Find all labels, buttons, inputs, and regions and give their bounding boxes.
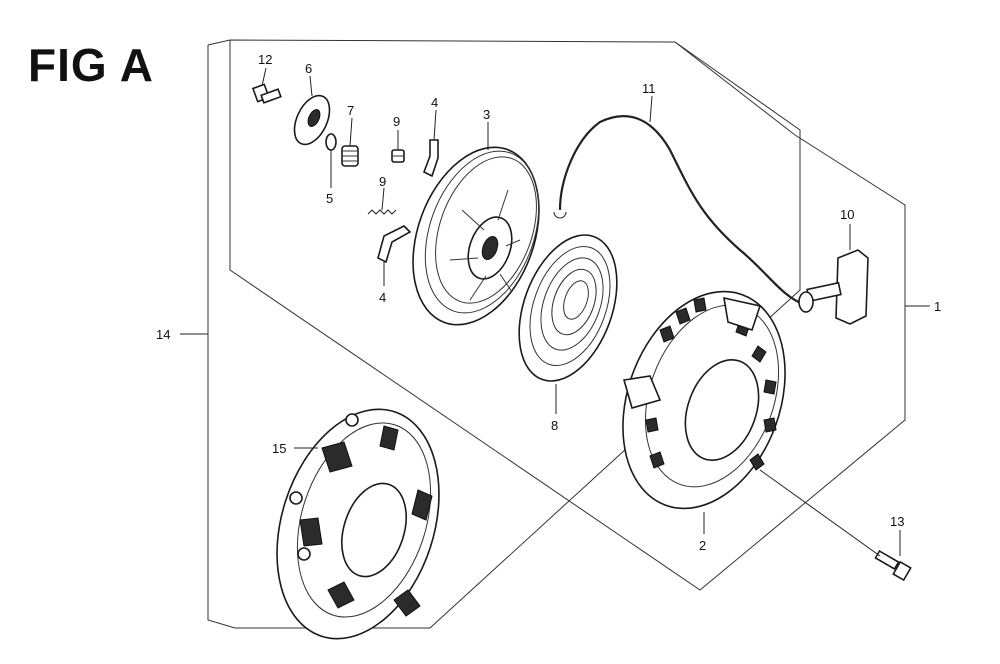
grip-handle-part-10: [798, 249, 869, 325]
leader-4a: [433, 109, 437, 141]
callout-10: 10: [840, 207, 854, 222]
callout-9-lower: 9: [379, 174, 386, 189]
callout-1: 1: [934, 299, 941, 314]
callout-15: 15: [272, 441, 286, 456]
starter-case-part-2: [622, 290, 786, 510]
leader-12: [261, 67, 267, 87]
callout-3: 3: [483, 107, 490, 122]
callout-2: 2: [699, 538, 706, 553]
callout-14: 14: [156, 327, 170, 342]
reel-part-3: [412, 146, 540, 326]
callout-13: 13: [890, 514, 904, 529]
leader-6: [309, 75, 313, 97]
spring-part-9-lower: [367, 209, 397, 215]
cover-part-15: [276, 408, 440, 640]
rope-hook: [553, 211, 567, 219]
callout-4-upper: 4: [431, 95, 438, 110]
washer-part-5: [325, 133, 337, 151]
rope-part-11: [558, 115, 806, 307]
bolt-part-13: [874, 549, 912, 582]
callout-5: 5: [326, 191, 333, 206]
bolt-part-12: [251, 83, 282, 104]
group-1-outline: [229, 40, 906, 591]
callout-7: 7: [347, 103, 354, 118]
leader-11: [649, 95, 653, 123]
group-14-outline: [207, 39, 801, 629]
callout-12: 12: [258, 52, 272, 67]
pawl-part-4-lower: [377, 225, 412, 264]
callout-9-upper: 9: [393, 114, 400, 129]
callout-8: 8: [551, 418, 558, 433]
leader-9b: [381, 187, 385, 211]
ratchet-plate-part-6: [293, 94, 331, 146]
callout-4-lower: 4: [379, 290, 386, 305]
bolt-13-axis: [759, 469, 881, 557]
callout-11: 11: [642, 81, 656, 96]
spring-part-7: [341, 145, 359, 167]
leader-7: [349, 117, 353, 147]
pawl-part-4-upper: [422, 139, 439, 178]
figure-title: FIG A: [28, 39, 154, 91]
recoil-spring-part-8: [518, 234, 618, 382]
spring-part-9-upper: [391, 149, 405, 163]
callout-6: 6: [305, 61, 312, 76]
